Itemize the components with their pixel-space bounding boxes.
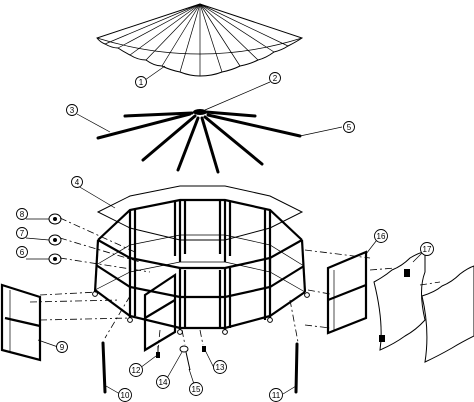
roof-rib [161,3,201,67]
upper-octagon-frame [96,185,304,241]
curtain-panels [373,251,474,363]
callout-number: 8 [20,210,25,219]
callout-15: 15 [189,382,203,396]
callout-number: 6 [20,248,25,257]
roof-rib [117,3,201,49]
callout-circle [56,341,68,353]
callout-circle [129,363,143,377]
callout-circle [213,360,227,374]
callout-16: 16 [374,229,388,243]
callout-13: 13 [213,360,227,374]
callout-1: 1 [135,76,147,88]
side-poles [101,341,299,394]
callout-number: 1 [139,78,144,87]
callout-12: 12 [129,363,143,377]
callout-3: 3 [66,104,78,116]
screen-panel [326,250,368,335]
callout-2: 2 [269,72,281,84]
roof-rib [145,3,201,61]
callout-circle [71,176,83,188]
callout-circle [374,229,388,243]
callout-10: 10 [118,388,132,402]
callout-circle [269,72,281,84]
roof-rib [179,3,201,73]
callout-circle [135,76,147,88]
roof-rib [199,3,289,47]
callout-number: 9 [60,343,65,352]
callout-number: 15 [192,385,201,394]
callout-circle [420,242,434,256]
callout-circle [16,246,28,258]
callout-number: 4 [75,178,80,187]
callout-number: 2 [273,74,278,83]
callout-number: 7 [20,229,25,238]
roof-rib [199,3,275,53]
crown-hub [193,109,207,115]
roof-rafters [96,110,302,174]
callout-number: 10 [121,391,130,400]
callout-circle [156,375,170,389]
alignment-lines [29,217,441,351]
callout-17: 17 [420,242,434,256]
callout-9: 9 [56,341,68,353]
connector-fittings [48,213,62,265]
roof-rib [199,3,259,61]
hardware-pieces [156,345,206,371]
callout-circle [16,227,28,239]
callout-7: 7 [16,227,28,239]
callout-number: 11 [272,391,281,400]
callout-number: 5 [347,123,352,132]
roof-rib [199,3,223,73]
callout-8: 8 [16,208,28,220]
callout-6: 6 [16,246,28,258]
canopy-roof [96,3,304,77]
callout-14: 14 [156,375,170,389]
callout-number: 17 [423,245,432,254]
callout-circle [343,121,355,133]
callout-number: 16 [377,232,386,241]
callout-number: 12 [132,366,141,375]
roof-rib [129,3,201,56]
roof-rib [104,3,201,45]
gazebo-frame [92,198,310,352]
callout-circle [66,104,78,116]
callout-circle [16,208,28,220]
callout-4: 4 [71,176,83,188]
callout-11: 11 [269,388,283,402]
callout-circle [189,382,203,396]
left-side-panel [0,283,42,362]
callout-number: 13 [216,363,225,372]
roof-rib [199,3,241,67]
callout-number: 14 [159,378,168,387]
callout-number: 3 [70,106,75,115]
callout-5: 5 [343,121,355,133]
